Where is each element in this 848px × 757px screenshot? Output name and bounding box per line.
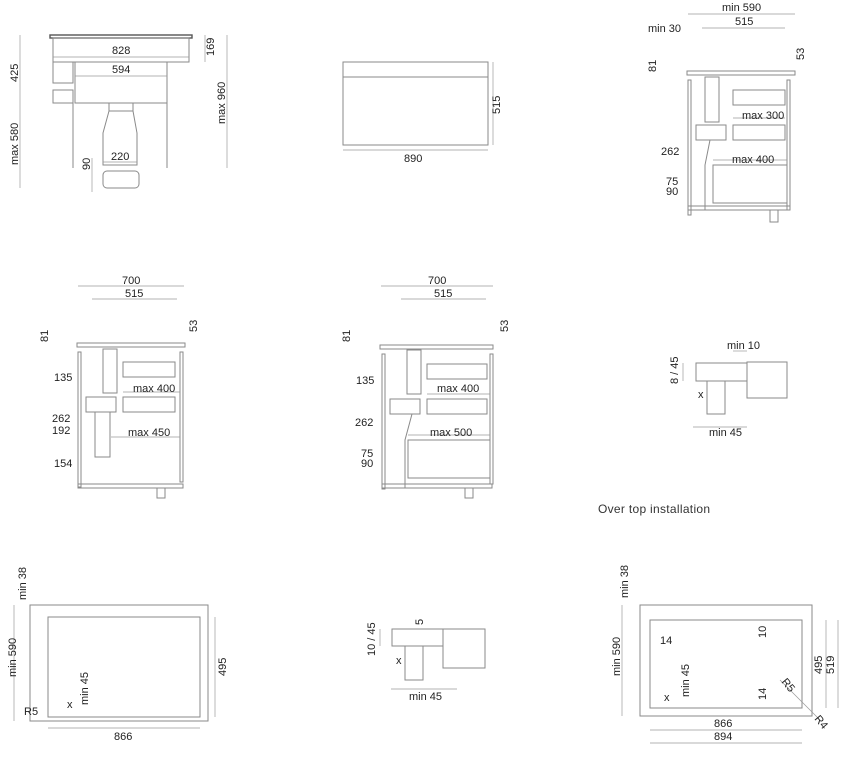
dim-x: x — [67, 699, 73, 711]
dim-425: 425 — [9, 64, 21, 82]
dim-min590: min 590 — [722, 2, 761, 14]
dim-min10: min 10 — [727, 340, 760, 352]
dim-53: 53 — [188, 320, 200, 332]
flush-detail: 5 10 / 45 x min 45 — [366, 619, 486, 703]
dim-min30: min 30 — [648, 23, 681, 35]
dim-14-top: 14 — [660, 635, 672, 647]
dim-90: 90 — [666, 186, 678, 198]
dim-262: 262 — [52, 413, 70, 425]
dim-max500: max 500 — [430, 427, 472, 439]
dim-220: 220 — [111, 151, 129, 163]
dim-495: 495 — [813, 656, 825, 674]
dim-262: 262 — [355, 417, 373, 429]
dim-5: 5 — [414, 619, 426, 625]
dim-53: 53 — [499, 320, 511, 332]
dim-r5: R5 — [779, 676, 797, 694]
dim-min38: min 38 — [17, 567, 29, 600]
dim-90: 90 — [81, 158, 93, 170]
dim-min590: min 590 — [7, 638, 19, 677]
dim-169: 169 — [205, 38, 217, 56]
dim-max580: max 580 — [9, 123, 21, 165]
dim-10: 10 — [757, 626, 769, 638]
dim-x: x — [396, 655, 402, 667]
cabinet-section-c: 700 515 81 53 135 max 400 262 max 500 75… — [341, 275, 511, 499]
dim-max300: max 300 — [742, 110, 784, 122]
dim-max960: max 960 — [216, 82, 228, 124]
dim-154: 154 — [54, 458, 72, 470]
dim-594: 594 — [112, 64, 130, 76]
dim-866: 866 — [114, 731, 132, 743]
dim-14-bottom: 14 — [757, 688, 769, 700]
dim-192: 192 — [52, 425, 70, 437]
dim-53: 53 — [795, 48, 807, 60]
dim-90: 90 — [361, 458, 373, 470]
dim-700: 700 — [428, 275, 446, 287]
cutout-drawing-a: min 38 min 590 495 R5 x min 45 866 — [7, 567, 229, 743]
dim-495: 495 — [217, 658, 229, 676]
dim-10-45: 10 / 45 — [366, 622, 378, 656]
dim-min590: min 590 — [611, 637, 623, 676]
dim-min45: min 45 — [680, 664, 692, 697]
dim-min38: min 38 — [619, 565, 631, 598]
dim-x: x — [664, 692, 670, 704]
dim-135: 135 — [356, 375, 374, 387]
dim-r4: R4 — [812, 713, 830, 731]
cabinet-section-b: 700 515 81 53 135 max 400 262 192 max 45… — [39, 275, 200, 499]
dim-81: 81 — [39, 330, 51, 342]
dim-75: 75 — [666, 176, 678, 188]
dim-866: 866 — [714, 718, 732, 730]
dim-894: 894 — [714, 731, 732, 743]
dim-75: 75 — [361, 448, 373, 460]
cutout-drawing-b: min 38 min 590 14 10 min 45 x 14 R5 R4 4… — [611, 565, 839, 744]
dim-828: 828 — [112, 45, 130, 57]
side-section-drawing: 828 169 594 425 max 580 max 960 220 90 — [9, 34, 228, 192]
dim-515: 515 — [125, 288, 143, 300]
dim-r5: R5 — [24, 706, 38, 718]
dim-135: 135 — [54, 372, 72, 384]
dim-min45: min 45 — [409, 691, 442, 703]
dim-max450: max 450 — [128, 427, 170, 439]
dim-81: 81 — [341, 330, 353, 342]
dim-515: 515 — [735, 16, 753, 28]
dim-515: 515 — [434, 288, 452, 300]
dim-x: x — [698, 389, 704, 401]
overtop-detail: min 10 8 / 45 x min 45 Over top installa… — [598, 340, 788, 516]
dim-519: 519 — [825, 656, 837, 674]
dim-890: 890 — [404, 153, 422, 165]
dim-max400: max 400 — [133, 383, 175, 395]
dim-700: 700 — [122, 275, 140, 287]
dim-515: 515 — [491, 96, 503, 114]
cabinet-section-a: min 590 515 min 30 81 53 max 300 262 max… — [647, 2, 807, 223]
dim-min45: min 45 — [79, 672, 91, 705]
dim-81: 81 — [647, 60, 659, 72]
dim-262: 262 — [661, 146, 679, 158]
dim-8-45: 8 / 45 — [669, 356, 681, 384]
dim-max400: max 400 — [437, 383, 479, 395]
top-view-drawing: 890 515 — [342, 61, 503, 165]
dim-min45: min 45 — [709, 427, 742, 439]
dim-max400: max 400 — [732, 154, 774, 166]
overtop-caption: Over top installation — [598, 502, 710, 516]
